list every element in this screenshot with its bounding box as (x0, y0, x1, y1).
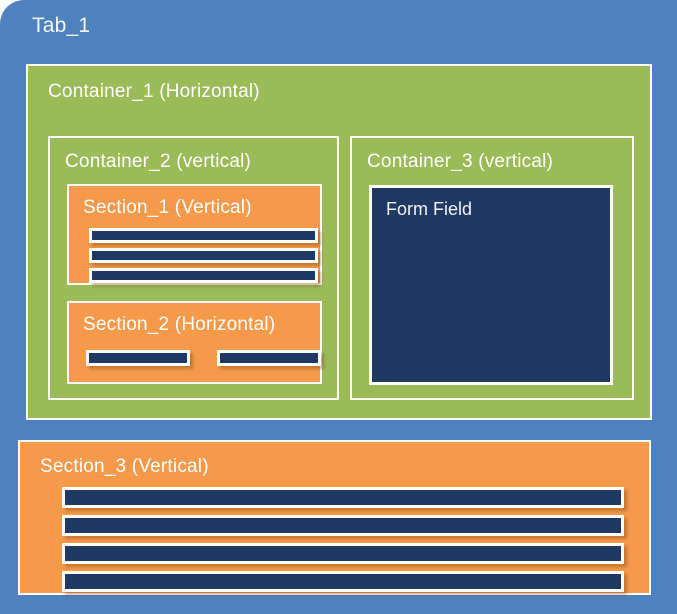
section-2-field-2[interactable] (217, 350, 321, 366)
section-1[interactable]: Section_1 (Vertical) (67, 184, 322, 285)
section-3[interactable]: Section_3 (Vertical) (18, 440, 651, 595)
section-3-field-3[interactable] (62, 543, 624, 564)
container-1-label: Container_1 (Horizontal) (48, 81, 260, 102)
section-3-label: Section_3 (Vertical) (40, 456, 209, 477)
form-field[interactable]: Form Field (369, 185, 613, 385)
form-field-label: Form Field (386, 199, 473, 219)
section-2-field-1[interactable] (86, 350, 190, 366)
section-1-label: Section_1 (Vertical) (83, 197, 252, 218)
container-2[interactable]: Container_2 (vertical) Section_1 (Vertic… (48, 136, 339, 400)
section-3-field-4[interactable] (62, 571, 624, 592)
container-3[interactable]: Container_3 (vertical) Form Field (350, 136, 634, 400)
section-2-label: Section_2 (Horizontal) (83, 314, 276, 335)
section-3-field-2[interactable] (62, 515, 624, 536)
container-1[interactable]: Container_1 (Horizontal) Container_2 (ve… (26, 64, 652, 420)
section-1-field-2[interactable] (89, 248, 318, 263)
section-1-field-3[interactable] (89, 268, 318, 283)
section-3-field-1[interactable] (62, 487, 624, 508)
tab-title: Tab_1 (32, 14, 91, 37)
container-3-label: Container_3 (vertical) (367, 151, 554, 172)
container-2-label: Container_2 (vertical) (65, 151, 252, 172)
section-1-field-1[interactable] (89, 228, 318, 243)
section-2[interactable]: Section_2 (Horizontal) (67, 301, 322, 384)
